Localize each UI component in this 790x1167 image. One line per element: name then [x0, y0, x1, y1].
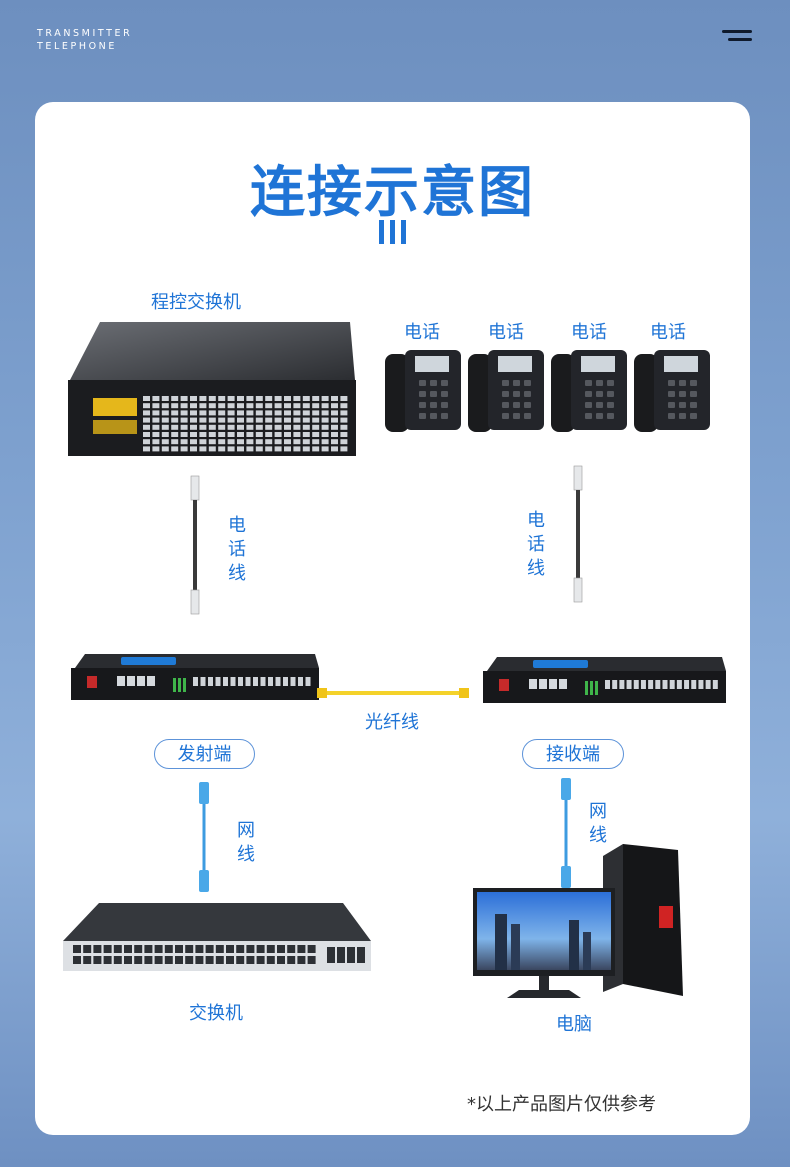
brand-text: TRANSMITTER TELEPHONE: [37, 27, 132, 53]
phone-line-right-label: 电话线: [527, 510, 545, 579]
phone-cable-right-icon: [573, 465, 583, 603]
brand-line-2: TELEPHONE: [37, 41, 117, 52]
receiver-device-icon: [483, 657, 726, 703]
phone-cable-left-icon: [190, 475, 200, 615]
switch-label: 交换机: [189, 1003, 243, 1024]
pbx-label: 程控交换机: [151, 292, 241, 313]
network-switch-icon: [63, 903, 371, 971]
page-title: 连接示意图: [249, 160, 535, 224]
network-cable-right-icon: [561, 778, 571, 888]
telephone-icons: [385, 350, 710, 432]
receiver-label: 接收端: [522, 739, 624, 769]
phone-line-left-label: 电话线: [228, 515, 246, 584]
phone-label-4: 电话: [650, 322, 686, 343]
transmitter-device-icon: [71, 654, 319, 700]
diagram-card: 连接示意图 程控交换机 电话 电话 电话 电话 电话线 电话线: [35, 102, 750, 1135]
transmitter-label: 发射端: [154, 739, 255, 769]
disclaimer-note: *以上产品图片仅供参考: [467, 1094, 656, 1115]
pbx-device-icon: [68, 322, 356, 456]
menu-icon[interactable]: [722, 30, 752, 42]
phone-label-2: 电话: [488, 322, 524, 343]
phone-label-1: 电话: [404, 322, 440, 343]
fiber-label: 光纤线: [365, 712, 419, 733]
computer-icon: [473, 844, 683, 998]
brand-line-1: TRANSMITTER: [37, 28, 133, 39]
phone-label-3: 电话: [571, 322, 607, 343]
net-right-label: 网线: [589, 801, 607, 846]
net-left-label: 网线: [237, 820, 255, 865]
computer-label: 电脑: [556, 1014, 592, 1035]
network-cable-left-icon: [199, 782, 209, 892]
fiber-cable-icon: [317, 688, 469, 698]
title-separator: [379, 220, 407, 244]
